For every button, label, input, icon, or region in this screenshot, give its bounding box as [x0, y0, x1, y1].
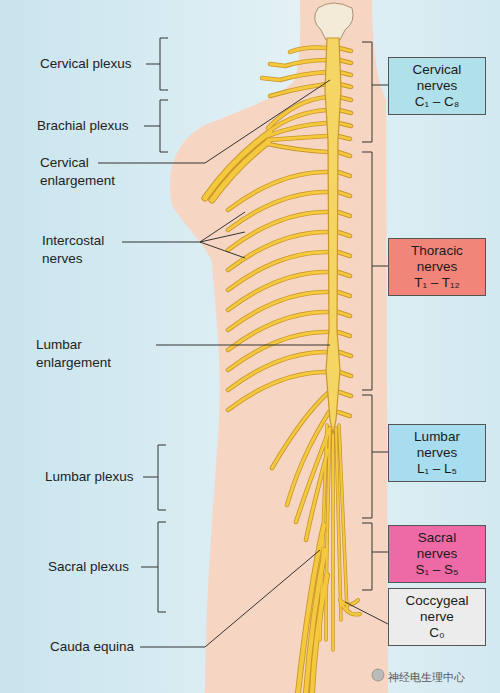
- leader-line: [140, 550, 320, 647]
- right-bracket: [362, 523, 388, 590]
- coccygeal-nerve-branch: [340, 600, 360, 614]
- segment-range: L₁ – L₅: [397, 461, 477, 477]
- part-label: Brachial plexus: [37, 117, 147, 135]
- leader-line: [122, 212, 245, 258]
- left-bracket: [146, 38, 168, 90]
- watermark-icon: [372, 669, 384, 681]
- leader-line: [345, 602, 388, 624]
- part-label: Cervical enlargement: [40, 154, 130, 190]
- box-heading: Sacral nerves: [397, 530, 477, 562]
- box-heading: Thoracic nerves: [397, 243, 477, 275]
- segment-range: C₀: [397, 625, 477, 641]
- nerve-group-box: Lumbar nervesL₁ – L₅: [388, 424, 486, 482]
- part-label: Lumbar enlargement: [36, 336, 131, 372]
- part-label: Cauda equina: [50, 638, 145, 656]
- lumbar-plexus-nerves: [272, 392, 330, 540]
- right-bracket: [362, 395, 388, 518]
- nerve-group-box: Cervical nervesC₁ – C₈: [388, 57, 486, 115]
- cauda-equina-roots: [320, 425, 347, 650]
- lumbar-plexus-nerves: [272, 392, 330, 540]
- body-silhouette: [170, 0, 388, 693]
- part-label: Intercostal nerves: [42, 232, 122, 268]
- nerve-group-box: Sacral nervesS₁ – S₅: [388, 525, 486, 583]
- left-bracket: [141, 522, 166, 612]
- box-heading: Lumbar nerves: [397, 429, 477, 461]
- coccygeal-nerve-branch: [340, 600, 360, 614]
- box-heading: Cervical nerves: [397, 62, 477, 94]
- intercostal-nerves: [228, 172, 327, 410]
- nerve-group-box: Coccygeal nerveC₀: [388, 588, 486, 646]
- brain-stem: [315, 3, 353, 40]
- left-bracket: [143, 445, 166, 510]
- segment-range: C₁ – C₈: [397, 94, 477, 110]
- leader-line: [156, 345, 330, 346]
- sacral-plexus-nerves: [298, 525, 327, 693]
- part-label: Lumbar plexus: [45, 468, 145, 486]
- segment-range: S₁ – S₅: [397, 562, 477, 578]
- part-label: Sacral plexus: [48, 558, 148, 576]
- right-bracket: [362, 42, 388, 142]
- intercostal-nerves: [228, 172, 327, 410]
- spinal-cord: [325, 38, 341, 434]
- part-label: Cervical plexus: [40, 55, 150, 73]
- watermark: 神经电生理中心: [388, 668, 498, 686]
- brackets-and-leaders: [98, 38, 388, 647]
- brachial-plexus-nerves: [268, 97, 327, 152]
- brachial-plexus-nerves: [268, 97, 327, 152]
- nerve-group-box: Thoracic nervesT₁ – T₁₂: [388, 238, 486, 296]
- right-bracket: [362, 152, 388, 390]
- box-heading: Coccygeal nerve: [397, 593, 477, 625]
- left-bracket: [144, 100, 168, 152]
- segment-range: T₁ – T₁₂: [397, 275, 477, 291]
- leader-line: [98, 80, 330, 163]
